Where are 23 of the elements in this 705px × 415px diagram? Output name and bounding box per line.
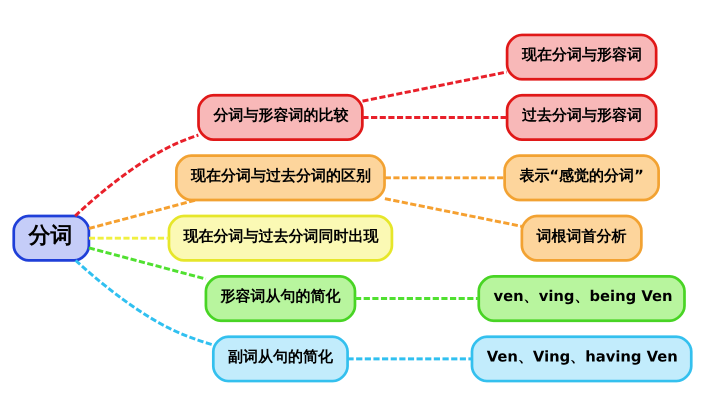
connector <box>355 296 478 300</box>
connector <box>74 133 199 216</box>
node-box: 表示“感觉的分词” <box>503 154 660 201</box>
connector <box>88 236 169 240</box>
node-box: 过去分词与形容词 <box>506 93 658 140</box>
connector <box>384 176 504 179</box>
connector <box>384 196 522 228</box>
connector <box>88 198 196 230</box>
node-box: Ven、Ving、having Ven <box>470 334 693 382</box>
node-box: 现在分词与过去分词的区别 <box>175 154 386 201</box>
connector <box>362 70 507 102</box>
node-box: 词根词首分析 <box>520 214 643 262</box>
node-box: 现在分词与过去分词同时出现 <box>168 214 394 262</box>
node-box: 分词与形容词的比较 <box>197 93 364 140</box>
connector <box>74 258 214 346</box>
node-box: 副词从句的简化 <box>212 334 349 382</box>
connector <box>362 115 507 118</box>
node-box: 现在分词与形容词 <box>506 33 658 80</box>
node-box: 分词 <box>12 214 90 262</box>
node-box: ven、ving、being Ven <box>477 274 686 322</box>
connector <box>88 246 206 280</box>
connector <box>348 356 472 360</box>
node-box: 形容词从句的简化 <box>204 274 356 322</box>
